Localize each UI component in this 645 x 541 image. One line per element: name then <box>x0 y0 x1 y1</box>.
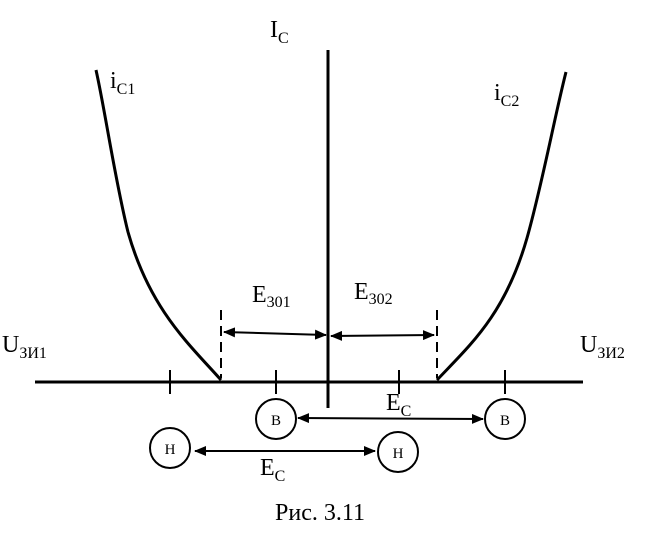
svg-text:B: B <box>271 413 281 429</box>
label-u-right: UЗИ2 <box>580 332 625 362</box>
curve-ic1 <box>94 69 223 381</box>
label-ic2: iC2 <box>494 80 519 110</box>
label-ec-lower: EC <box>260 455 285 485</box>
label-ec-upper: EC <box>386 390 411 420</box>
label-e302: E302 <box>354 279 393 308</box>
marker-b-right: B <box>484 398 526 440</box>
label-u-left: UЗИ1 <box>2 332 47 362</box>
label-ic-axis: IC <box>270 17 289 47</box>
label-ic1: iC1 <box>110 68 135 98</box>
figure-caption: Рис. 3.11 <box>275 500 365 526</box>
marker-h-left: H <box>149 427 191 469</box>
svg-text:H: H <box>393 446 404 462</box>
svg-text:H: H <box>165 442 176 458</box>
marker-b-left: B <box>255 398 297 440</box>
marker-h-right: H <box>377 431 419 473</box>
label-e301: E301 <box>252 282 291 311</box>
arrow-e301 <box>223 327 327 340</box>
arrow-e302 <box>330 330 435 341</box>
arrow-ec-upper <box>297 413 484 424</box>
svg-text:B: B <box>500 413 510 429</box>
curve-ic2 <box>435 71 568 382</box>
